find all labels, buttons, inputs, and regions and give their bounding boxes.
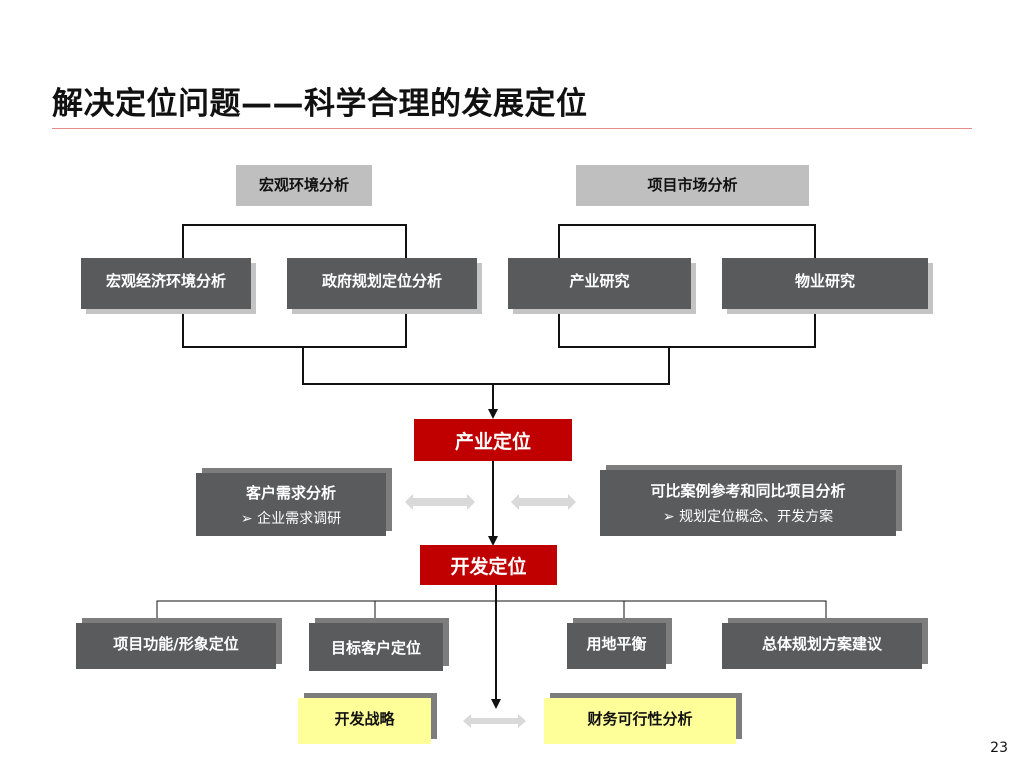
box-macro-env: 宏观环境分析	[236, 165, 372, 206]
connector-macro-bottom	[182, 310, 407, 348]
connector-market-top	[558, 224, 816, 258]
box-development-strategy: 开发战略	[298, 698, 431, 744]
box-financial-feasibility: 财务可行性分析	[544, 698, 736, 744]
double-arrow-bottom	[463, 714, 526, 728]
connector-merge	[302, 347, 670, 385]
box-macro-economy: 宏观经济环境分析	[81, 258, 251, 309]
connector-macro-top	[182, 224, 407, 258]
page-number: 23	[990, 740, 1008, 756]
box-property-research: 物业研究	[722, 258, 928, 309]
double-arrow-left	[405, 494, 475, 510]
box-master-plan: 总体规划方案建议	[722, 623, 922, 669]
box-market-analysis: 项目市场分析	[576, 165, 809, 206]
page-title: 解决定位问题——科学合理的发展定位	[52, 86, 588, 122]
box-development-positioning: 开发定位	[420, 545, 557, 585]
box-comparable-cases: 可比案例参考和同比项目分析 ➢ 规划定位概念、开发方案	[600, 470, 896, 536]
customer-demand-title: 客户需求分析	[245, 483, 336, 502]
box-customer-demand: 客户需求分析 ➢ 企业需求调研	[196, 473, 386, 536]
box-land-balance: 用地平衡	[567, 623, 666, 669]
comparable-cases-bullet: ➢ 规划定位概念、开发方案	[662, 509, 834, 525]
comparable-cases-title: 可比案例参考和同比项目分析	[650, 482, 846, 500]
double-arrow-right	[511, 494, 576, 510]
box-gov-planning: 政府规划定位分析	[287, 258, 477, 309]
box-target-customer: 目标客户定位	[309, 623, 443, 671]
connector-outputs	[156, 600, 827, 622]
title-divider	[52, 128, 972, 129]
box-industry-positioning: 产业定位	[414, 419, 572, 461]
connector-market-bottom	[558, 310, 816, 348]
box-industry-research: 产业研究	[508, 258, 691, 309]
box-function-image: 项目功能/形象定位	[76, 623, 276, 669]
customer-demand-bullet: ➢ 企业需求调研	[240, 510, 342, 527]
